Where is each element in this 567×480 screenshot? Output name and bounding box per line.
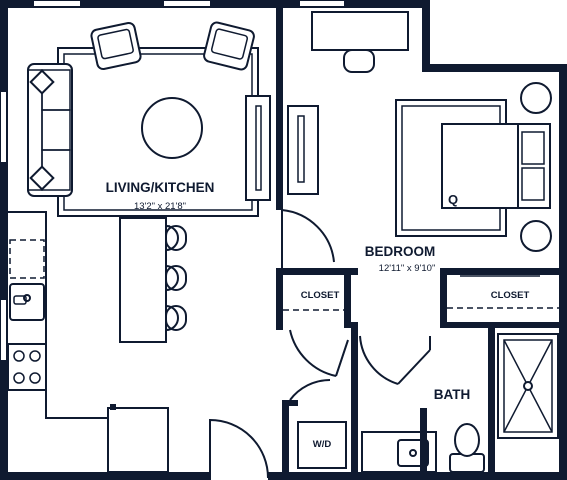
desk-chair [343,49,375,73]
living-room-dims: 13'2" x 21'8" [134,201,186,212]
nightstand-bottom [520,220,552,252]
closet-left: CLOSET [283,290,344,311]
bedroom-dims: 12'11" x 9'10" [379,263,436,274]
desk [311,11,409,51]
bath-vanity [361,431,437,473]
nightstand-top [520,82,552,114]
closet-door-swings [289,329,431,401]
dresser [287,105,319,195]
kitchen-island [119,217,167,343]
closet-right: CLOSET [447,275,559,309]
dresser-top [297,115,305,183]
tv [255,105,262,191]
bedroom-door [281,209,335,268]
interior-walls [276,0,565,472]
living-room-name: LIVING/KITCHEN [106,180,215,195]
armchair-left [90,21,142,71]
toilet [449,423,485,473]
shower [497,333,559,439]
entry-door [209,418,269,480]
bar-stools [165,225,187,331]
bedroom-name: BEDROOM [365,244,436,259]
queen-bed: Q [441,123,551,209]
sofa [27,63,73,197]
washer-dryer-label: W/D [313,439,332,450]
washer-dryer [297,421,347,469]
coffee-table [141,97,203,159]
closet-right-label: CLOSET [491,290,530,301]
armchair-right [203,21,255,71]
bed-size-label: Q [448,192,458,207]
kitchen-counter [7,211,108,419]
bath-name: BATH [434,387,471,402]
kitchen-base-cabinet [107,407,169,473]
cabinet-handle [110,404,116,410]
media-console [245,95,271,201]
closet-left-label: CLOSET [301,290,340,301]
